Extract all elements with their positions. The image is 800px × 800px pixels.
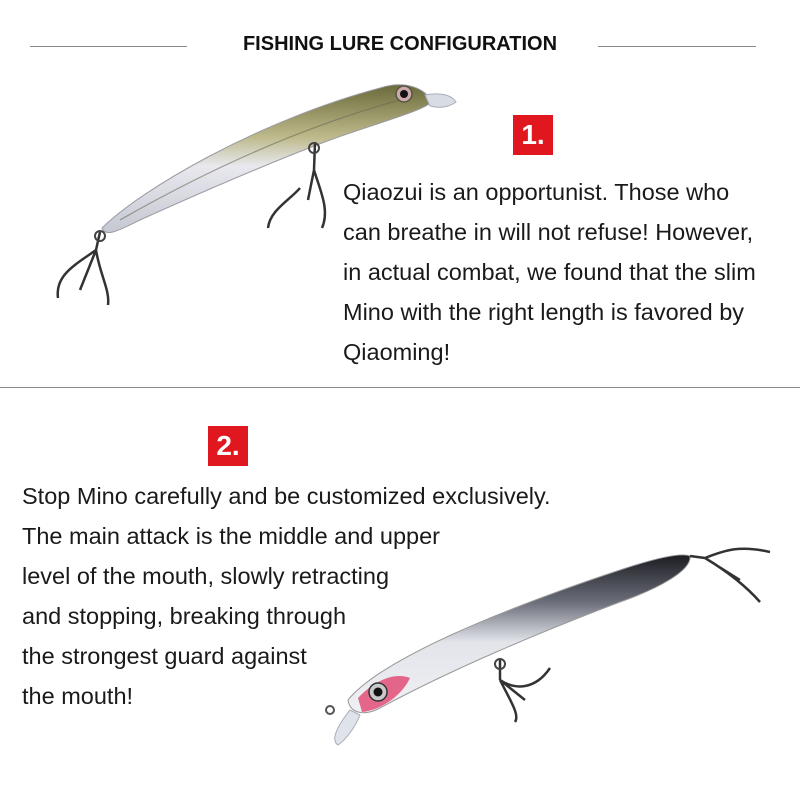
section2-line: The main attack is the middle and upper bbox=[22, 523, 441, 549]
section1-line: Mino with the right length is favored by bbox=[343, 299, 745, 325]
section1-line: Qiaozui is an opportunist. Those who bbox=[343, 179, 730, 205]
section2-line: the strongest guard against bbox=[22, 643, 307, 669]
section2-line: Stop Mino carefully and be customized ex… bbox=[22, 483, 551, 509]
section2-line: the mouth! bbox=[22, 683, 134, 709]
fishing-lure-image-2 bbox=[325, 547, 771, 746]
page-title: FISHING LURE CONFIGURATION bbox=[242, 33, 558, 55]
header-line-left bbox=[30, 46, 187, 47]
section1-line: Qiaoming! bbox=[343, 339, 451, 365]
section1-line: can breathe in will not refuse! However, bbox=[343, 219, 754, 245]
section1-text: Qiaozui is an opportunist. Those who can… bbox=[343, 172, 756, 372]
fishing-lure-image-1 bbox=[56, 84, 457, 306]
step-badge-2: 2. bbox=[208, 426, 248, 466]
header-line-right bbox=[598, 46, 756, 47]
section-divider bbox=[0, 387, 800, 388]
step-badge-1: 1. bbox=[513, 115, 553, 155]
section1-line: in actual combat, we found that the slim bbox=[343, 259, 756, 285]
section2-line: level of the mouth, slowly retracting bbox=[22, 563, 390, 589]
section2-text: Stop Mino carefully and be customized ex… bbox=[22, 476, 551, 716]
section2-line: and stopping, breaking through bbox=[22, 603, 347, 629]
